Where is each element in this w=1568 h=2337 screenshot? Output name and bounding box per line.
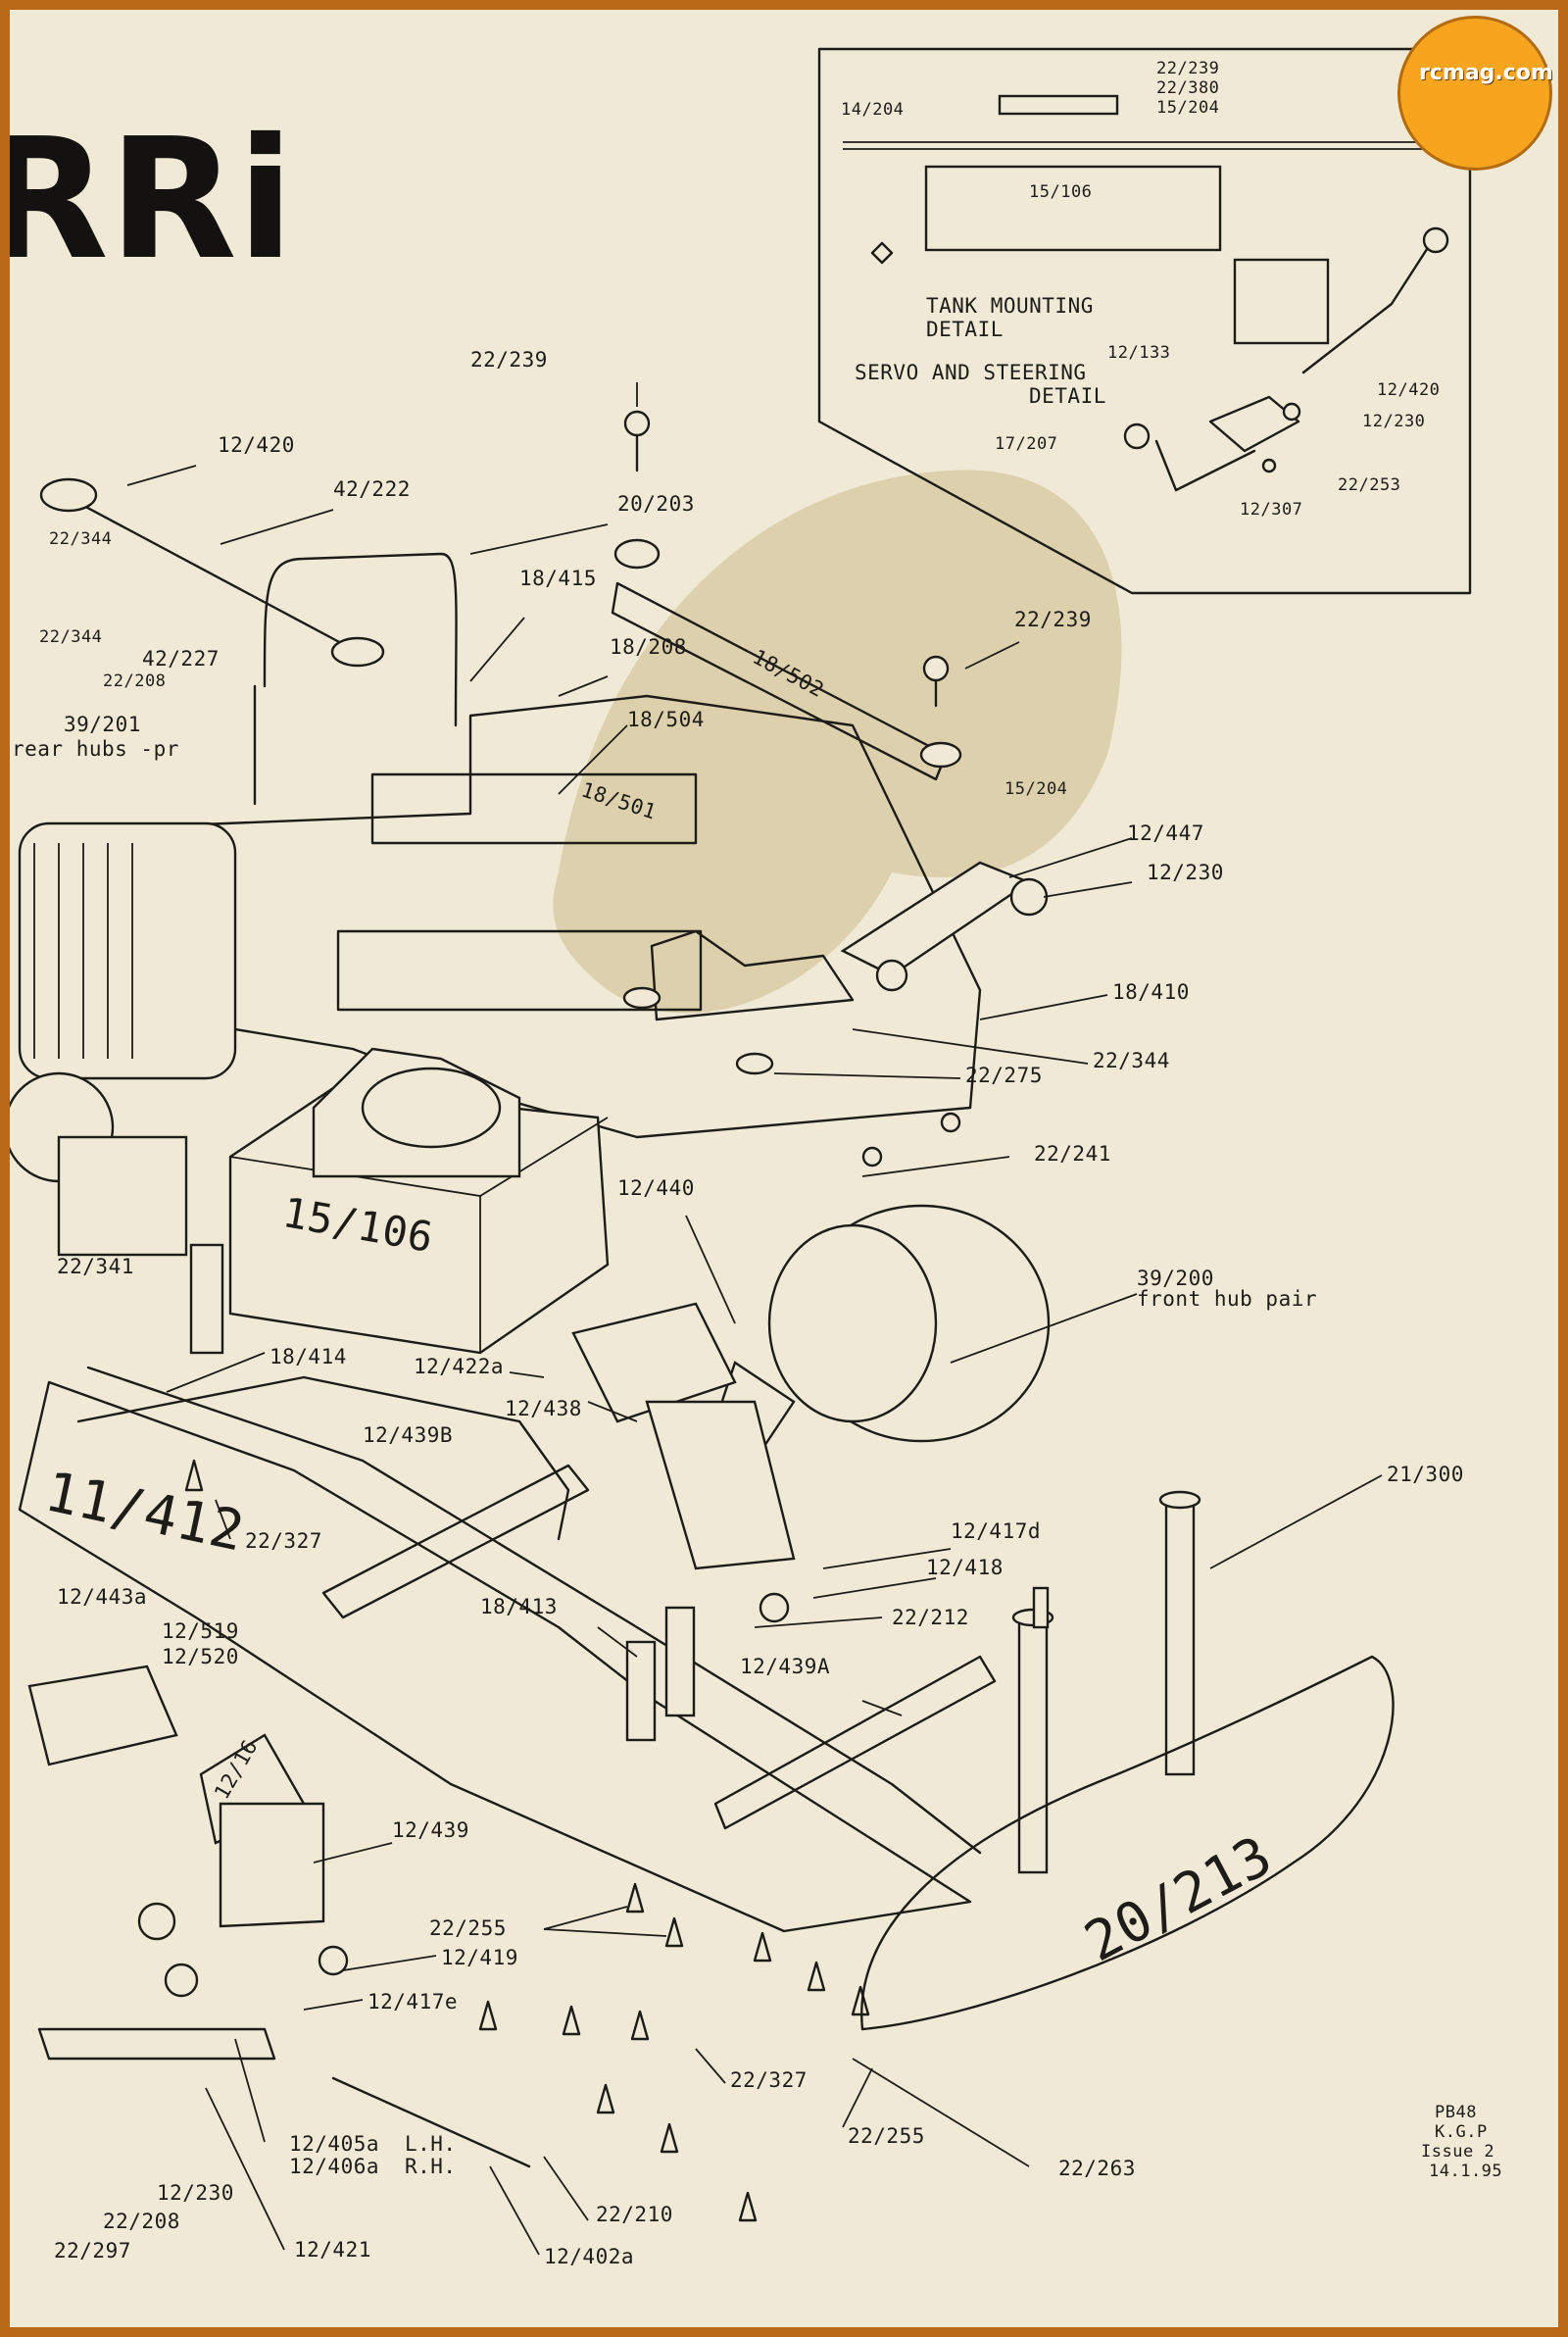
chassis-plate [101, 694, 982, 1139]
spacers-18-413 [625, 1606, 696, 1742]
label-18-208: 18/208 [610, 635, 687, 659]
body-posts [1011, 1490, 1201, 1874]
label-12-439A: 12/439A [740, 1655, 831, 1678]
label-39-200: 39/200 [1137, 1267, 1214, 1290]
label-42-227: 42/227 [142, 647, 220, 671]
label-22-327-b: 22/327 [730, 2068, 808, 2092]
inset-title-tank: TANK MOUNTING [926, 294, 1094, 318]
rcmag-logo-text: rcmag.com [1419, 61, 1553, 85]
label-22-210: 22/210 [596, 2203, 673, 2226]
stamp-line-1: PB48 [1435, 2103, 1477, 2122]
label-42-222: 42/222 [333, 477, 411, 501]
inset-label-12-230: 12/230 [1362, 412, 1426, 431]
label-12-420: 12/420 [218, 433, 295, 457]
label-12-418: 12/418 [926, 1556, 1004, 1579]
steering-arm [840, 861, 1049, 992]
rear-suspension [27, 1665, 531, 2168]
label-lh: L.H. [405, 2132, 457, 2156]
leader-lines [126, 382, 1383, 2256]
inset-label-14-204: 14/204 [841, 100, 905, 120]
lower-chassis [18, 1366, 982, 1933]
label-12-520: 12/520 [162, 1645, 239, 1668]
inset-label-22-253: 22/253 [1338, 475, 1401, 495]
label-22-255-b: 22/255 [848, 2124, 925, 2148]
label-39-201: 39/201 [64, 713, 141, 736]
label-12-405a: 12/405a [289, 2132, 380, 2156]
link-12-439B [321, 1464, 590, 1619]
inset-label-12-307: 12/307 [1240, 500, 1303, 520]
spacer-18-414 [189, 1243, 224, 1355]
label-22-241: 22/241 [1034, 1142, 1111, 1166]
throttle-rod [39, 477, 458, 806]
inset-label-22-380: 22/380 [1156, 78, 1220, 98]
label-22-212: 22/212 [892, 1606, 969, 1629]
label-18-504: 18/504 [627, 708, 705, 731]
label-12-443a: 12/443a [57, 1585, 148, 1609]
inset-label-22-239: 22/239 [1156, 59, 1220, 78]
label-22-341: 22/341 [57, 1255, 134, 1278]
label-front-hub-pair: front hub pair [1137, 1287, 1318, 1311]
inset-title-servo-detail: DETAIL [1029, 384, 1106, 408]
stamp-line-3: Issue 2 [1421, 2142, 1495, 2162]
label-21-300: 21/300 [1387, 1463, 1464, 1486]
label-22-208: 22/208 [103, 671, 167, 691]
label-22-344-a: 22/344 [49, 529, 113, 549]
label-12-406a: 12/406a [289, 2155, 380, 2178]
label-22-255-a: 22/255 [429, 1916, 507, 1940]
front-hub [571, 1204, 1051, 1623]
inset-label-15-106: 15/106 [1029, 182, 1093, 202]
front-bumper [860, 1655, 1395, 2031]
label-18-414: 18/414 [270, 1345, 347, 1368]
inset-frame [817, 47, 1472, 595]
screws [184, 410, 961, 2222]
label-12-447: 12/447 [1127, 821, 1204, 845]
inset-title-servo: SERVO AND STEERING [855, 361, 1087, 384]
label-22-344-c: 22/344 [1093, 1049, 1170, 1072]
label-12-230-b: 12/230 [157, 2181, 234, 2205]
label-12-419: 12/419 [441, 1946, 518, 1969]
label-12-402a: 12/402a [544, 2245, 635, 2268]
label-12-422a: 12/422a [414, 1355, 505, 1378]
label-18-415: 18/415 [519, 567, 597, 590]
label-rh: R.H. [405, 2155, 457, 2178]
label-rear-hubs: rear hubs -pr [12, 737, 179, 761]
label-12-519: 12/519 [162, 1619, 239, 1643]
link-12-439A [713, 1655, 997, 1830]
label-22-208-b: 22/208 [103, 2210, 180, 2233]
label-18-410: 18/410 [1112, 980, 1190, 1004]
label-12-439B: 12/439B [363, 1423, 454, 1447]
label-15-204: 15/204 [1004, 779, 1068, 799]
label-22-239-b: 22/239 [1014, 608, 1092, 631]
inset-label-15-204: 15/204 [1156, 98, 1220, 118]
servo-link-18-502 [611, 538, 962, 781]
label-20-203: 20/203 [617, 492, 695, 516]
label-22-239: 22/239 [470, 348, 548, 372]
diagram-sheet: RRi [10, 10, 1558, 2327]
label-12-230: 12/230 [1147, 861, 1224, 884]
label-22-297: 22/297 [54, 2239, 131, 2262]
rcmag-logo-badge[interactable] [1397, 16, 1552, 171]
stamp-line-2: K.G.P [1435, 2122, 1488, 2142]
label-12-417e: 12/417e [368, 1990, 459, 2014]
label-22-263: 22/263 [1058, 2157, 1136, 2180]
exploded-view-drawing [10, 47, 1472, 2256]
coffee-stain [553, 470, 1122, 1014]
inset-label-12-133: 12/133 [1107, 343, 1171, 363]
label-12-439: 12/439 [392, 1818, 469, 1842]
engine [10, 821, 237, 1257]
label-12-440: 12/440 [617, 1176, 695, 1200]
label-12-438: 12/438 [505, 1397, 582, 1420]
label-18-413: 18/413 [480, 1595, 558, 1618]
label-22-275: 22/275 [965, 1064, 1043, 1087]
label-12-417d: 12/417d [951, 1519, 1042, 1543]
inset-label-12-420: 12/420 [1377, 380, 1441, 400]
label-22-344-b: 22/344 [39, 627, 103, 647]
inset-title-tank-detail: DETAIL [926, 318, 1004, 341]
label-22-327-a: 22/327 [245, 1529, 322, 1553]
inset-label-17-207: 17/207 [995, 434, 1058, 454]
stamp-line-4: 14.1.95 [1429, 2162, 1503, 2181]
fuel-tank [228, 1047, 610, 1355]
label-12-421: 12/421 [294, 2238, 371, 2262]
page-title: RRi [10, 103, 295, 297]
